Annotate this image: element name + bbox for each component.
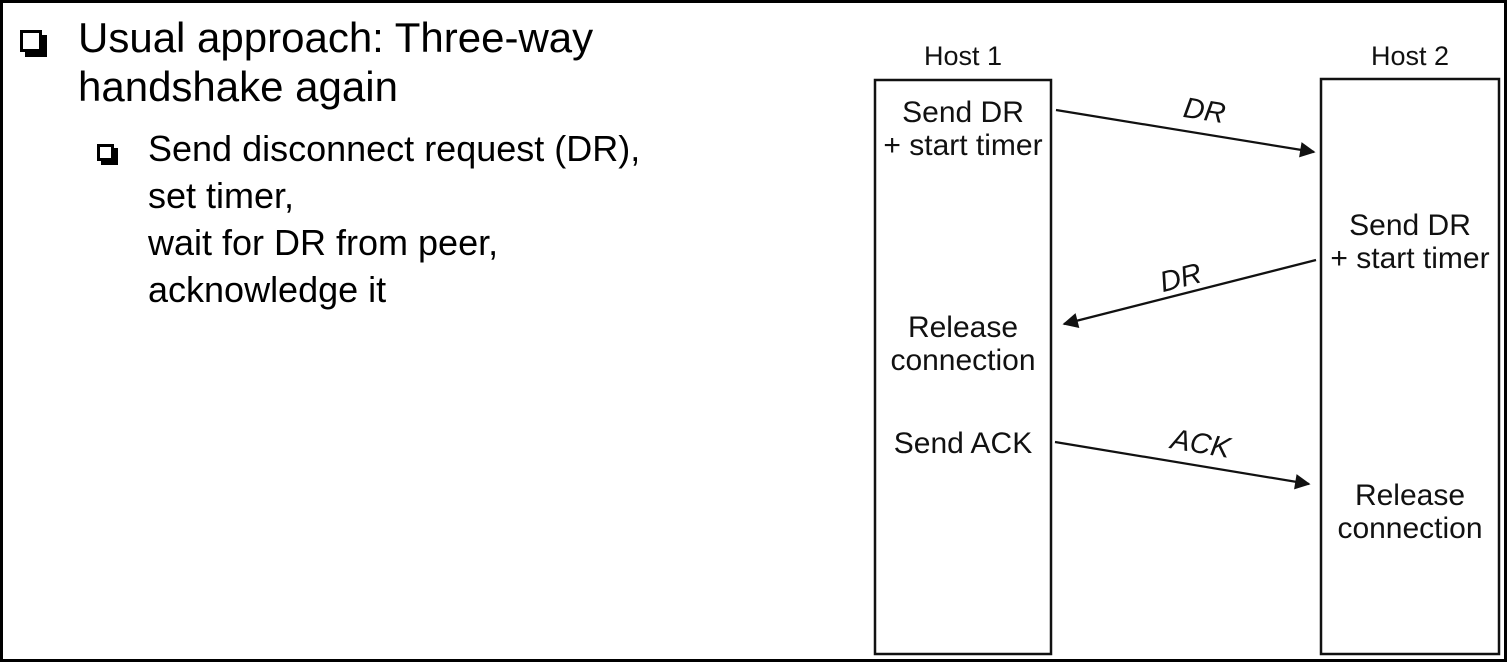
- dr-message-label-1: DR: [1181, 92, 1227, 130]
- host2-start-timer-label: + start timer: [1330, 242, 1489, 275]
- host2-send-dr-label: Send DR: [1349, 209, 1471, 242]
- sub-bullet-text: Send disconnect request (DR), set timer,…: [148, 125, 788, 313]
- host2-title: Host 2: [1371, 41, 1449, 71]
- bullet-square-icon: [20, 30, 42, 52]
- host1-send-ack-label: Send ACK: [894, 427, 1032, 460]
- host1-release-label: Release: [908, 311, 1018, 344]
- handshake-diagram: Host 1 Host 2 Send DR + start timer Rele…: [873, 41, 1501, 656]
- sub-bullet-line: Send disconnect request (DR),: [148, 128, 641, 169]
- main-bullet-line: Usual approach: Three-way: [78, 14, 594, 61]
- dr-message-label-2: DR: [1156, 258, 1205, 299]
- dr-arrow-host2-to-host1: [1062, 258, 1317, 329]
- host1-send-dr-label: Send DR: [902, 96, 1024, 129]
- host2-connection-label: connection: [1337, 512, 1482, 545]
- sub-bullet-line: wait for DR from peer,: [148, 222, 499, 263]
- host1-connection-label: connection: [890, 344, 1035, 377]
- sub-bullet-line: set timer,: [148, 175, 295, 216]
- host1-title: Host 1: [924, 41, 1002, 71]
- host2-timeline-box: [1319, 77, 1501, 656]
- host1-start-timer-label: + start timer: [883, 129, 1042, 162]
- main-bullet-text: Usual approach: Three-way handshake agai…: [78, 13, 718, 111]
- dr-arrow-host1-to-host2: [1055, 108, 1316, 158]
- host2-release-label: Release: [1355, 479, 1465, 512]
- host1-timeline-box: [873, 78, 1053, 656]
- sub-bullet-square-icon: [97, 144, 114, 161]
- sub-bullet-line: acknowledge it: [148, 269, 387, 310]
- ack-arrow-host1-to-host2: [1054, 440, 1311, 490]
- main-bullet-line: handshake again: [78, 63, 398, 110]
- ack-message-label: ACK: [1166, 423, 1234, 465]
